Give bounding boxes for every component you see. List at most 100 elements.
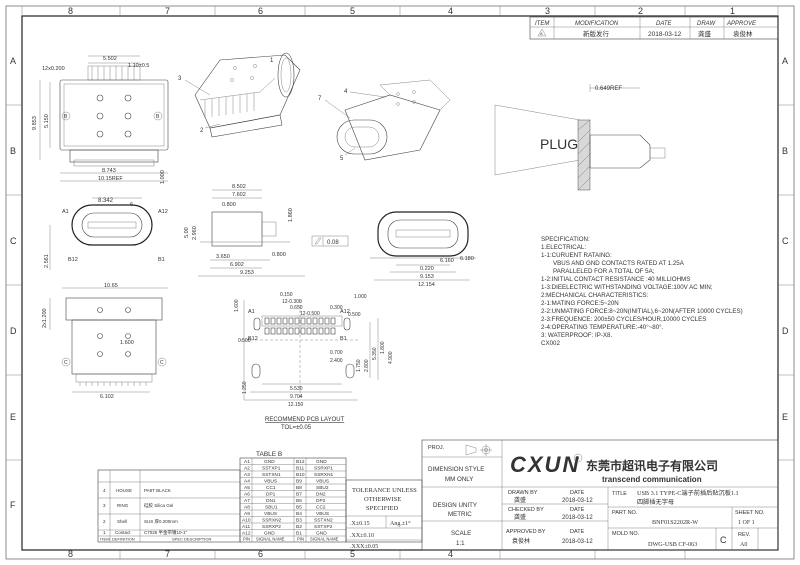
bottom-table-grid: TABLE B <box>97 439 779 551</box>
balloon-3: 3 <box>178 76 182 82</box>
table-b-cell: B12 <box>296 459 305 465</box>
table-b-cell: VBUS <box>316 479 329 485</box>
row-marker: C <box>782 236 789 246</box>
dim-label: 0.500 <box>348 312 361 318</box>
dim-label: 0.150 <box>280 292 293 298</box>
table-b-cell: SSRXP2 <box>262 524 281 530</box>
dim-label: 12.154 <box>418 282 435 288</box>
pcb-pin-label: A12 <box>340 309 350 315</box>
col-marker: 5 <box>350 549 355 559</box>
table-b-cell: B11 <box>296 466 305 472</box>
registered-mark-icon <box>573 453 583 463</box>
column-markers: 8 7 6 5 4 3 2 1 8 7 6 5 4 <box>68 6 735 559</box>
row-marker: A <box>10 56 16 66</box>
dim-label: 1.000 <box>160 170 166 184</box>
dim-label: 4.900 <box>388 351 394 364</box>
company-name-cn: 东莞市超讯电子有限公司 <box>586 458 718 473</box>
bom-spec: SUS 厚0.200mm <box>144 519 178 525</box>
dim-label: 8.743 <box>102 168 116 174</box>
bom-table: 4 HOUSE PA9T BLACK 3 RING 硅胶 Silica Gel … <box>100 488 211 542</box>
tolerance-block: TOLERANCE UNLESS OTHERWISE SPECIFIED .X±… <box>350 487 417 550</box>
table-b-cell: B4 <box>296 511 302 517</box>
pcb-pin-label: A1 <box>248 309 255 315</box>
bom-item: 2 <box>103 519 106 524</box>
part-no: BNF01S2202R-W <box>652 519 698 526</box>
bom-definition: HOUSE <box>116 488 132 493</box>
dim-label: 1.860 <box>288 208 294 222</box>
flatness-icon <box>314 237 322 245</box>
drawn-date: 2018-03-12 <box>562 498 593 504</box>
dim-label: 12x0.200 <box>42 66 65 72</box>
spec-line: CX002 <box>541 340 560 347</box>
revision-item: A <box>540 31 543 36</box>
front-view-detail: 6.160 6.180 0.220 9.153 12.154 <box>370 211 476 288</box>
revision-block: ITEM MODIFICATION DATE DRAW APPROVE A 新版… <box>529 16 779 40</box>
bom-footer: DEFINITION <box>112 537 135 542</box>
row-marker: F <box>10 500 16 510</box>
scale-value: 1:1 <box>456 540 465 547</box>
flatness-value: 0.08 <box>327 240 339 246</box>
mold-no-label: MOLD NO. <box>612 531 640 537</box>
table-b-cell: SSRXP1 <box>314 466 333 472</box>
bom-spec: PA9T BLACK <box>144 488 171 493</box>
revision-date: 2018-03-12 <box>648 31 682 38</box>
dim-label: 0.650 <box>290 305 303 311</box>
projection-symbol-icon <box>465 444 492 456</box>
table-b-cell: B1 <box>296 531 302 537</box>
dim-label: 1.600 <box>120 340 134 346</box>
bottom-view: 10.65 C C 6.102 2x1.200 1.600 <box>42 283 168 400</box>
dim-label: 6.102 <box>100 394 114 400</box>
dim-label: 1.750 <box>356 359 362 372</box>
dim-label: 3.650 <box>216 254 230 260</box>
dim-label: 8.342 <box>98 198 114 204</box>
table-b-cell: VBUS <box>316 511 329 517</box>
table-b-cell: B5 <box>296 505 302 511</box>
table-b-cell: CC2 <box>316 505 326 511</box>
checked-date: 2018-03-12 <box>562 515 593 521</box>
plug-label: PLUG <box>540 136 578 152</box>
dim-label: 0.800 <box>272 252 286 258</box>
table-b-cell: DP1 <box>266 492 276 498</box>
dim-label: 10.65 <box>104 283 118 289</box>
dim-label: 10.15REF <box>98 176 123 182</box>
bom-item: 4 <box>103 488 106 493</box>
dim-label: 0.300 <box>330 305 343 311</box>
part-no-label: PART NO. <box>612 510 638 516</box>
pin-label: A12 <box>158 209 168 215</box>
dim-label: 12-0.500 <box>300 311 320 317</box>
table-b-cell: VBUS <box>264 479 277 485</box>
dimension-style-value: MM ONLY <box>445 476 473 483</box>
revision-triangle-icon <box>537 28 547 37</box>
dim-label: 8.502 <box>232 184 246 190</box>
iso-view-connector: 3 2 1 <box>178 52 301 138</box>
row-markers: A B C D E F A B C D E <box>10 56 789 510</box>
table-b-cell: GND <box>316 459 327 465</box>
spec-line: 2-2:UNMATING FORCE:8~20N(INITIAL),6~20N(… <box>541 308 743 315</box>
dim-label: 1.10±0.5 <box>128 63 149 69</box>
datum-b-label: B <box>64 114 68 120</box>
dim-label: 5.350 <box>372 347 378 360</box>
dim-label: 1.800 <box>380 341 386 354</box>
table-b-cell: SSTXN1 <box>262 472 281 478</box>
table-b-cell: A1 <box>244 459 250 465</box>
col-marker: 8 <box>68 549 73 559</box>
spec-line: VBUS AND GND CONTACTS RATED AT 1.25A <box>553 260 685 267</box>
table-b-cell: SSRXN2 <box>262 518 282 524</box>
row-marker: B <box>10 146 16 156</box>
pin-label: B1 <box>158 257 165 263</box>
tolerance-xxx: .XXX±0.05 <box>350 544 378 550</box>
revision-header: DRAW <box>697 21 717 27</box>
table-b-footer: SIGNAL NAME <box>256 537 285 542</box>
spec-line: 1.ELECTRICAL: <box>541 244 586 251</box>
pcb-layout-title: RECOMMEND PCB LAYOUT <box>265 417 345 423</box>
spec-line: 2-1:MATING FORCE:5~20N <box>541 300 619 307</box>
drawing-border <box>5 5 795 560</box>
dim-label: 9.704 <box>290 394 303 400</box>
col-marker: 8 <box>68 6 73 16</box>
table-b-cell: SSTXP1 <box>262 466 281 472</box>
dim-label: 0.700 <box>330 350 343 356</box>
dim-label: 0.500 <box>238 338 251 344</box>
design-unity-label: DESIGN UNITY <box>433 502 477 509</box>
